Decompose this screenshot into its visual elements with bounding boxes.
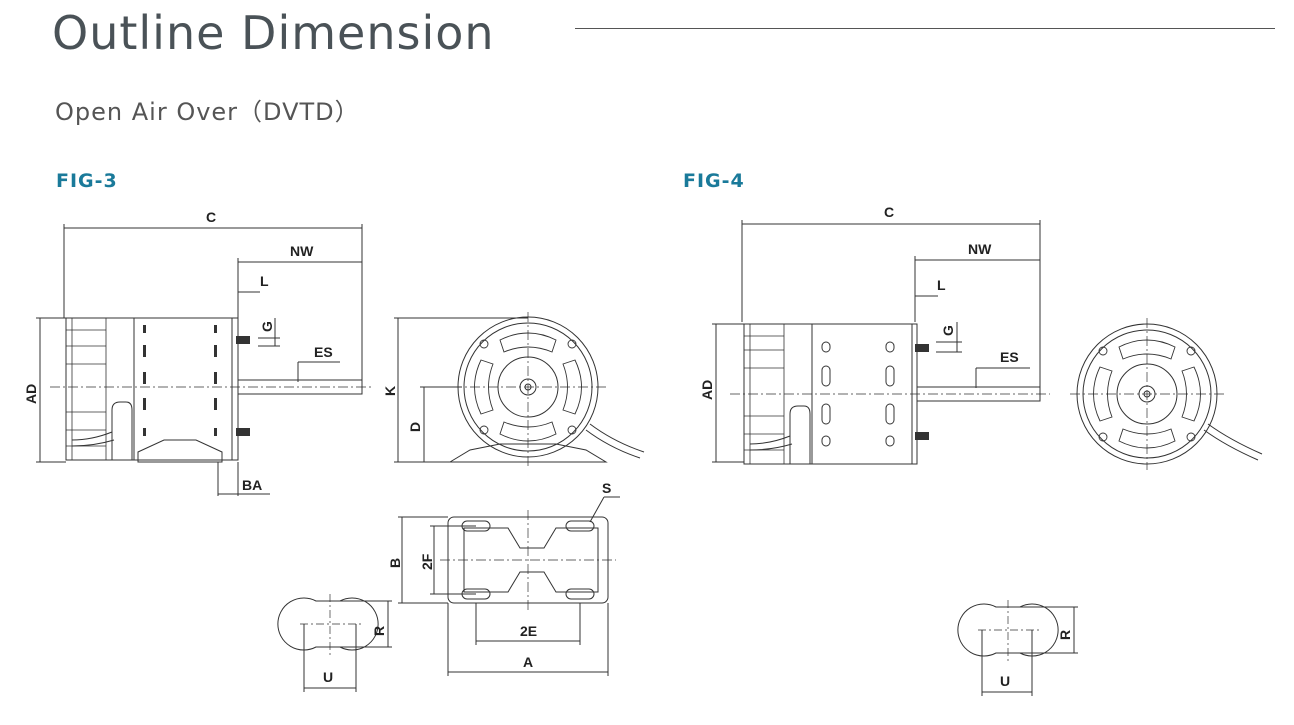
fig4-shaft-section: R U <box>957 600 1078 696</box>
dim-u: U <box>323 669 333 685</box>
dim-l-4: L <box>937 277 946 293</box>
dim-ba: BA <box>242 477 262 493</box>
fig3-label: FIG-3 <box>56 170 118 192</box>
dim-r-4: R <box>1057 630 1073 640</box>
dim-a: A <box>523 654 533 670</box>
dim-es-4: ES <box>1000 349 1019 365</box>
fig4-label: FIG-4 <box>683 170 745 192</box>
dim-nw: NW <box>290 243 314 259</box>
fig4-front-view <box>1070 318 1263 470</box>
fig3-side-view: C NW L G ES AD BA <box>23 209 372 496</box>
fig3-base-view: S B 2F 2E A <box>387 480 620 676</box>
dim-2e: 2E <box>520 623 537 639</box>
fig3-shaft-section: R U <box>277 594 392 692</box>
dim-g-4: G <box>940 325 956 336</box>
dim-r: R <box>371 626 387 636</box>
dim-k: K <box>382 386 398 396</box>
dim-d: D <box>407 422 423 432</box>
dim-c: C <box>206 209 216 225</box>
dim-ad-4: AD <box>699 380 715 400</box>
page-subtitle: Open Air Over（DVTD） <box>55 98 360 126</box>
fig3-front-view: K D <box>382 312 645 466</box>
dim-c-4: C <box>884 204 894 220</box>
dim-g: G <box>259 321 275 332</box>
page-title: Outline Dimension <box>52 6 495 60</box>
title-rule <box>575 28 1275 29</box>
dim-ad: AD <box>23 384 39 404</box>
dim-es: ES <box>314 344 333 360</box>
dim-nw-4: NW <box>968 241 992 257</box>
dim-u-4: U <box>1000 673 1010 689</box>
dim-b: B <box>387 558 403 568</box>
fig4-side-view: C NW L G ES AD <box>699 204 1050 465</box>
dim-s: S <box>602 480 611 496</box>
dim-2f: 2F <box>419 553 435 570</box>
dim-l: L <box>260 273 269 289</box>
